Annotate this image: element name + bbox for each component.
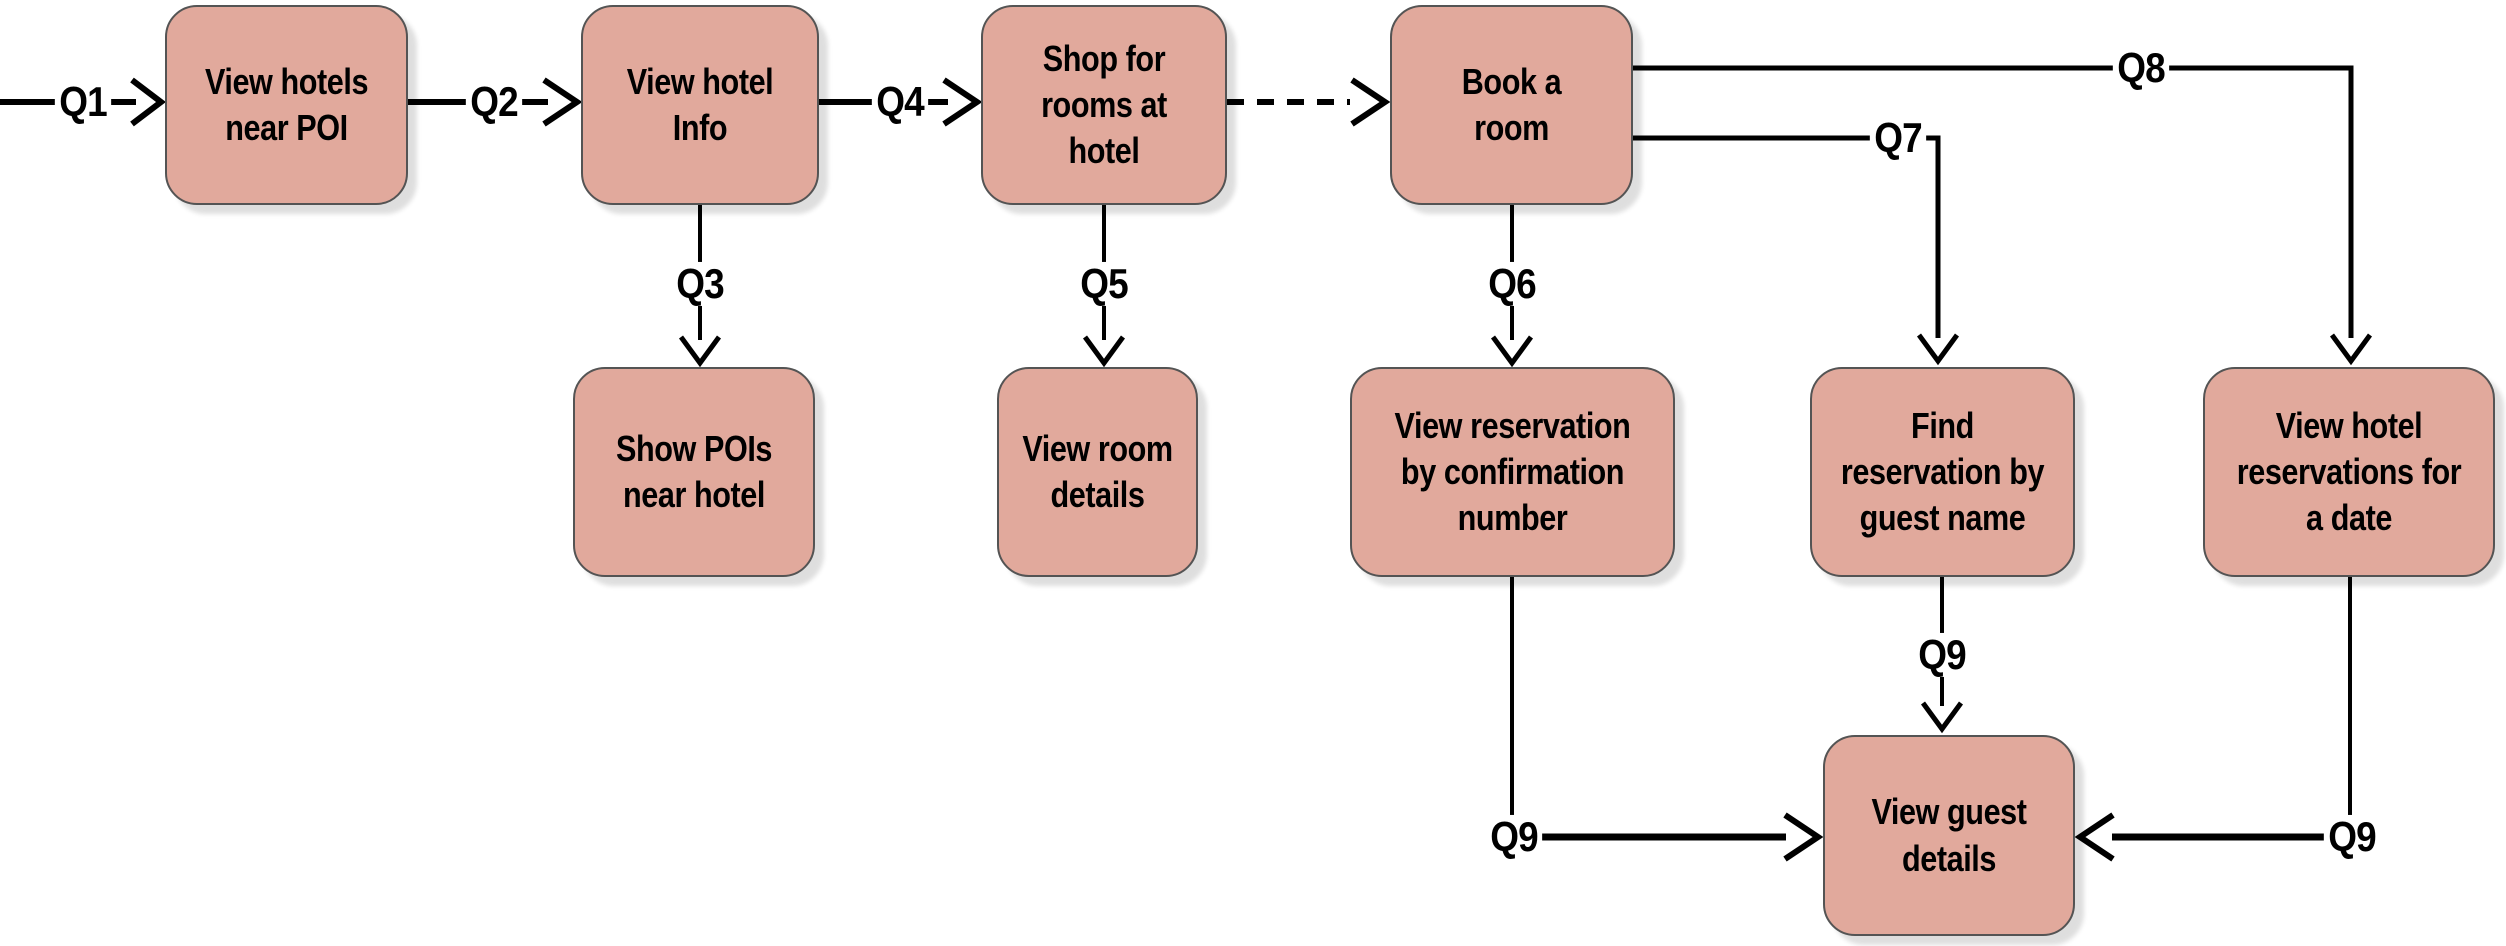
node-find-reservation-by-guest-name: Find reservation by guest name <box>1810 367 2075 577</box>
edge-q1-arrowhead <box>130 77 166 127</box>
edge-label-q9-right: Q9 <box>2323 814 2381 860</box>
edge-q8-line <box>1633 65 2354 338</box>
edge-label-q1: Q1 <box>54 79 112 125</box>
edge-q9-mid-arrowhead <box>1920 701 1964 734</box>
node-view-guest-details: View guest details <box>1823 735 2075 936</box>
edge-label-q9-mid: Q9 <box>1913 632 1971 678</box>
edge-dashed-arrowhead <box>1350 77 1391 127</box>
edge-label-q5: Q5 <box>1075 261 1133 307</box>
node-shop-for-rooms-at-hotel: Shop for rooms at hotel <box>981 5 1227 205</box>
node-show-pois-near-hotel: Show POIs near hotel <box>573 367 815 577</box>
node-view-hotels-near-poi: View hotels near POI <box>165 5 408 205</box>
node-label: Show POIs near hotel <box>615 427 773 515</box>
node-view-room-details: View room details <box>997 367 1198 577</box>
node-view-hotel-info: View hotel Info <box>581 5 819 205</box>
node-view-reservation-by-confirmation-number: View reservation by confirmation number <box>1350 367 1675 577</box>
node-label: View hotel Info <box>626 60 774 148</box>
node-label: View hotels near POI <box>204 60 369 148</box>
edge-label-q8: Q8 <box>2112 45 2170 91</box>
edge-q4-arrowhead <box>942 77 983 127</box>
edge-q3-arrowhead <box>678 335 722 368</box>
node-label: View room details <box>1022 427 1173 515</box>
edge-q8-arrowhead <box>2329 333 2373 366</box>
node-label: View reservation by confirmation number <box>1394 404 1631 539</box>
edge-q9-right-arrowhead <box>2074 812 2115 862</box>
node-label: Shop for rooms at hotel <box>1041 37 1167 172</box>
edge-label-q6: Q6 <box>1483 261 1541 307</box>
node-label: View hotel reservations for a date <box>2236 404 2462 539</box>
edge-label-q7: Q7 <box>1869 115 1927 161</box>
edge-q7-arrowhead <box>1916 333 1960 366</box>
node-book-a-room: Book a room <box>1390 5 1633 205</box>
edge-label-q2: Q2 <box>465 79 523 125</box>
edge-q5-arrowhead <box>1082 335 1126 368</box>
node-label: Book a room <box>1461 60 1562 148</box>
edge-q7-line <box>1633 135 1941 338</box>
edge-label-q4: Q4 <box>871 79 929 125</box>
edge-q6-arrowhead <box>1490 335 1534 368</box>
node-label: Find reservation by guest name <box>1840 404 2045 539</box>
edge-label-q3: Q3 <box>671 261 729 307</box>
edge-label-q9-left: Q9 <box>1485 814 1543 860</box>
edge-q2-arrowhead <box>542 77 583 127</box>
node-view-hotel-reservations-for-a-date: View hotel reservations for a date <box>2203 367 2495 577</box>
edge-q9-left-arrowhead <box>1783 812 1824 862</box>
node-label: View guest details <box>1871 791 2027 879</box>
